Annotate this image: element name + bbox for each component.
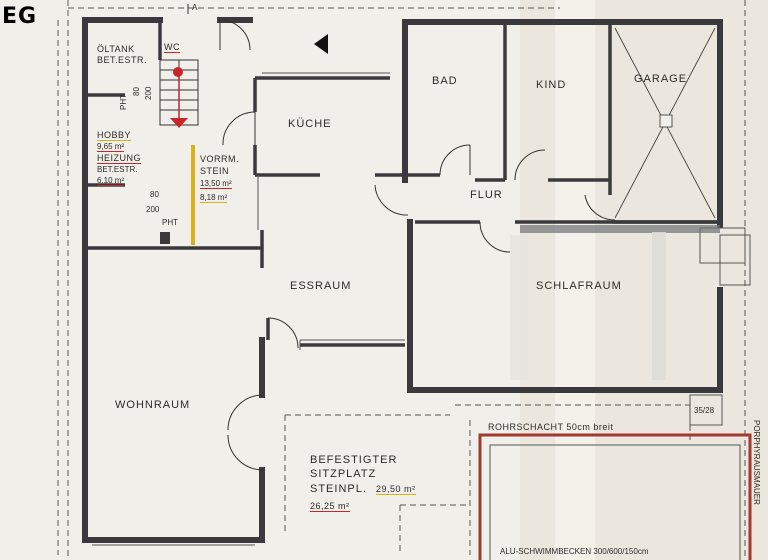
room-flur-name: FLUR: [470, 189, 503, 201]
room-vorraum-area2: 8,18 m²: [200, 193, 228, 203]
room-wohnraum-name: WOHNRAUM: [115, 399, 191, 411]
overlay-bar: [520, 225, 720, 233]
dim-200-top: 200: [144, 86, 153, 100]
exterior-walls: [82, 17, 723, 543]
room-hobby-name: HOBBY: [97, 130, 132, 141]
pool-label: ALU-SCHWIMMBECKEN 300/600/150cm: [500, 547, 649, 556]
door-swings: [219, 19, 616, 471]
room-heizung-area: 6,10 m²: [97, 176, 125, 186]
sitzplatz-line1: BEFESTIGTER: [310, 454, 398, 466]
interior-walls: [88, 20, 720, 347]
label-pht-bottom: PHT: [162, 218, 178, 227]
stair-marker-dot: [173, 67, 183, 77]
room-wc-name: WC: [164, 42, 180, 53]
room-hobby-area: 9,65 m²: [97, 142, 125, 152]
window-frames: [92, 72, 405, 546]
sitzplatz-line2: SITZPLATZ: [310, 468, 377, 480]
room-schlafraum-name: SCHLAFRAUM: [536, 280, 622, 292]
room-heizung-sub: BET.ESTR.: [97, 165, 138, 174]
sitzplatz-area2: 26,25 m²: [310, 501, 350, 512]
room-kueche-name: KÜCHE: [288, 118, 332, 130]
stair-arrow: [170, 118, 188, 128]
dim-80-bottom: 80: [150, 190, 159, 199]
section-marker: A: [192, 3, 198, 12]
swimming-pool: [478, 433, 752, 560]
garage-diagonals: [614, 27, 716, 219]
dim-200-bottom: 200: [146, 205, 160, 214]
room-oeltank-name: ÖLTANK: [97, 44, 135, 54]
room-vorraum-name: VORRM.: [200, 154, 239, 164]
direction-pointer: [314, 34, 328, 54]
room-vorraum-sub: STEIN: [200, 166, 230, 176]
room-vorraum-area1: 13,50 m²: [200, 179, 232, 189]
room-heizung-name: HEIZUNG: [97, 153, 141, 164]
room-bad-name: BAD: [432, 75, 458, 87]
dim-80-top: 80: [132, 87, 141, 96]
level-tag: EG: [2, 4, 38, 29]
room-essraum-name: ESSRAUM: [290, 280, 352, 292]
small-detail-label: 35/28: [694, 406, 715, 415]
rohrschacht-note: ROHRSCHACHT 50cm breit: [488, 422, 614, 432]
sitzplatz-area1: 29,50 m²: [376, 484, 416, 495]
sitzplatz-line3: STEINPL.: [310, 483, 367, 495]
chimney-boxes: [689, 227, 751, 426]
room-oeltank-sub: BET.ESTR.: [97, 55, 148, 65]
room-kind-name: KIND: [536, 79, 567, 91]
plot-boundary-lines: [57, 0, 746, 560]
room-garage-name: GARAGE: [634, 73, 688, 85]
label-pht-top: PHT: [119, 94, 128, 110]
wall-label: PORPHYRAUSMAUER: [752, 420, 761, 505]
